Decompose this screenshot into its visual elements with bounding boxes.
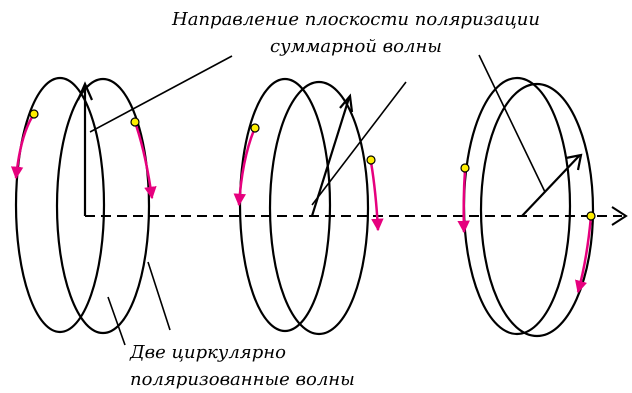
wave-pair-2 xyxy=(233,77,384,336)
caption-bottom-line2: поляризованные волны xyxy=(130,369,355,390)
phase-dot-3b xyxy=(586,211,596,221)
rotation-arrow-3a xyxy=(457,169,470,234)
rotation-arrow-2a xyxy=(233,129,256,207)
caption-bottom-line1: Две циркулярно xyxy=(129,342,286,363)
phase-dot-2a xyxy=(250,123,260,133)
rotation-arrow-1b xyxy=(134,124,157,200)
phase-dot-2b xyxy=(366,155,376,165)
leader-lines-top xyxy=(89,54,546,206)
phase-dot-1b xyxy=(130,117,140,127)
phase-dot-3a xyxy=(460,163,470,173)
rotation-arrow-3b xyxy=(575,215,593,294)
leader-lines-bottom xyxy=(107,261,171,346)
caption-top-line1: Направление плоскости поляризации xyxy=(171,9,540,30)
caption-top-line2: суммарной волны xyxy=(270,36,442,57)
wave-pair-1 xyxy=(10,76,157,335)
wave-pair-3 xyxy=(457,76,596,338)
ring-3a xyxy=(462,76,572,336)
rotation-arrow-1a xyxy=(10,116,34,180)
ring-1b xyxy=(55,77,151,335)
ring-1a xyxy=(14,76,106,334)
phase-dot-1a xyxy=(29,109,39,119)
propagation-axis xyxy=(85,206,628,226)
ring-2b xyxy=(268,80,370,336)
rotation-arrow-2b xyxy=(369,161,384,232)
ring-3b xyxy=(479,82,595,338)
